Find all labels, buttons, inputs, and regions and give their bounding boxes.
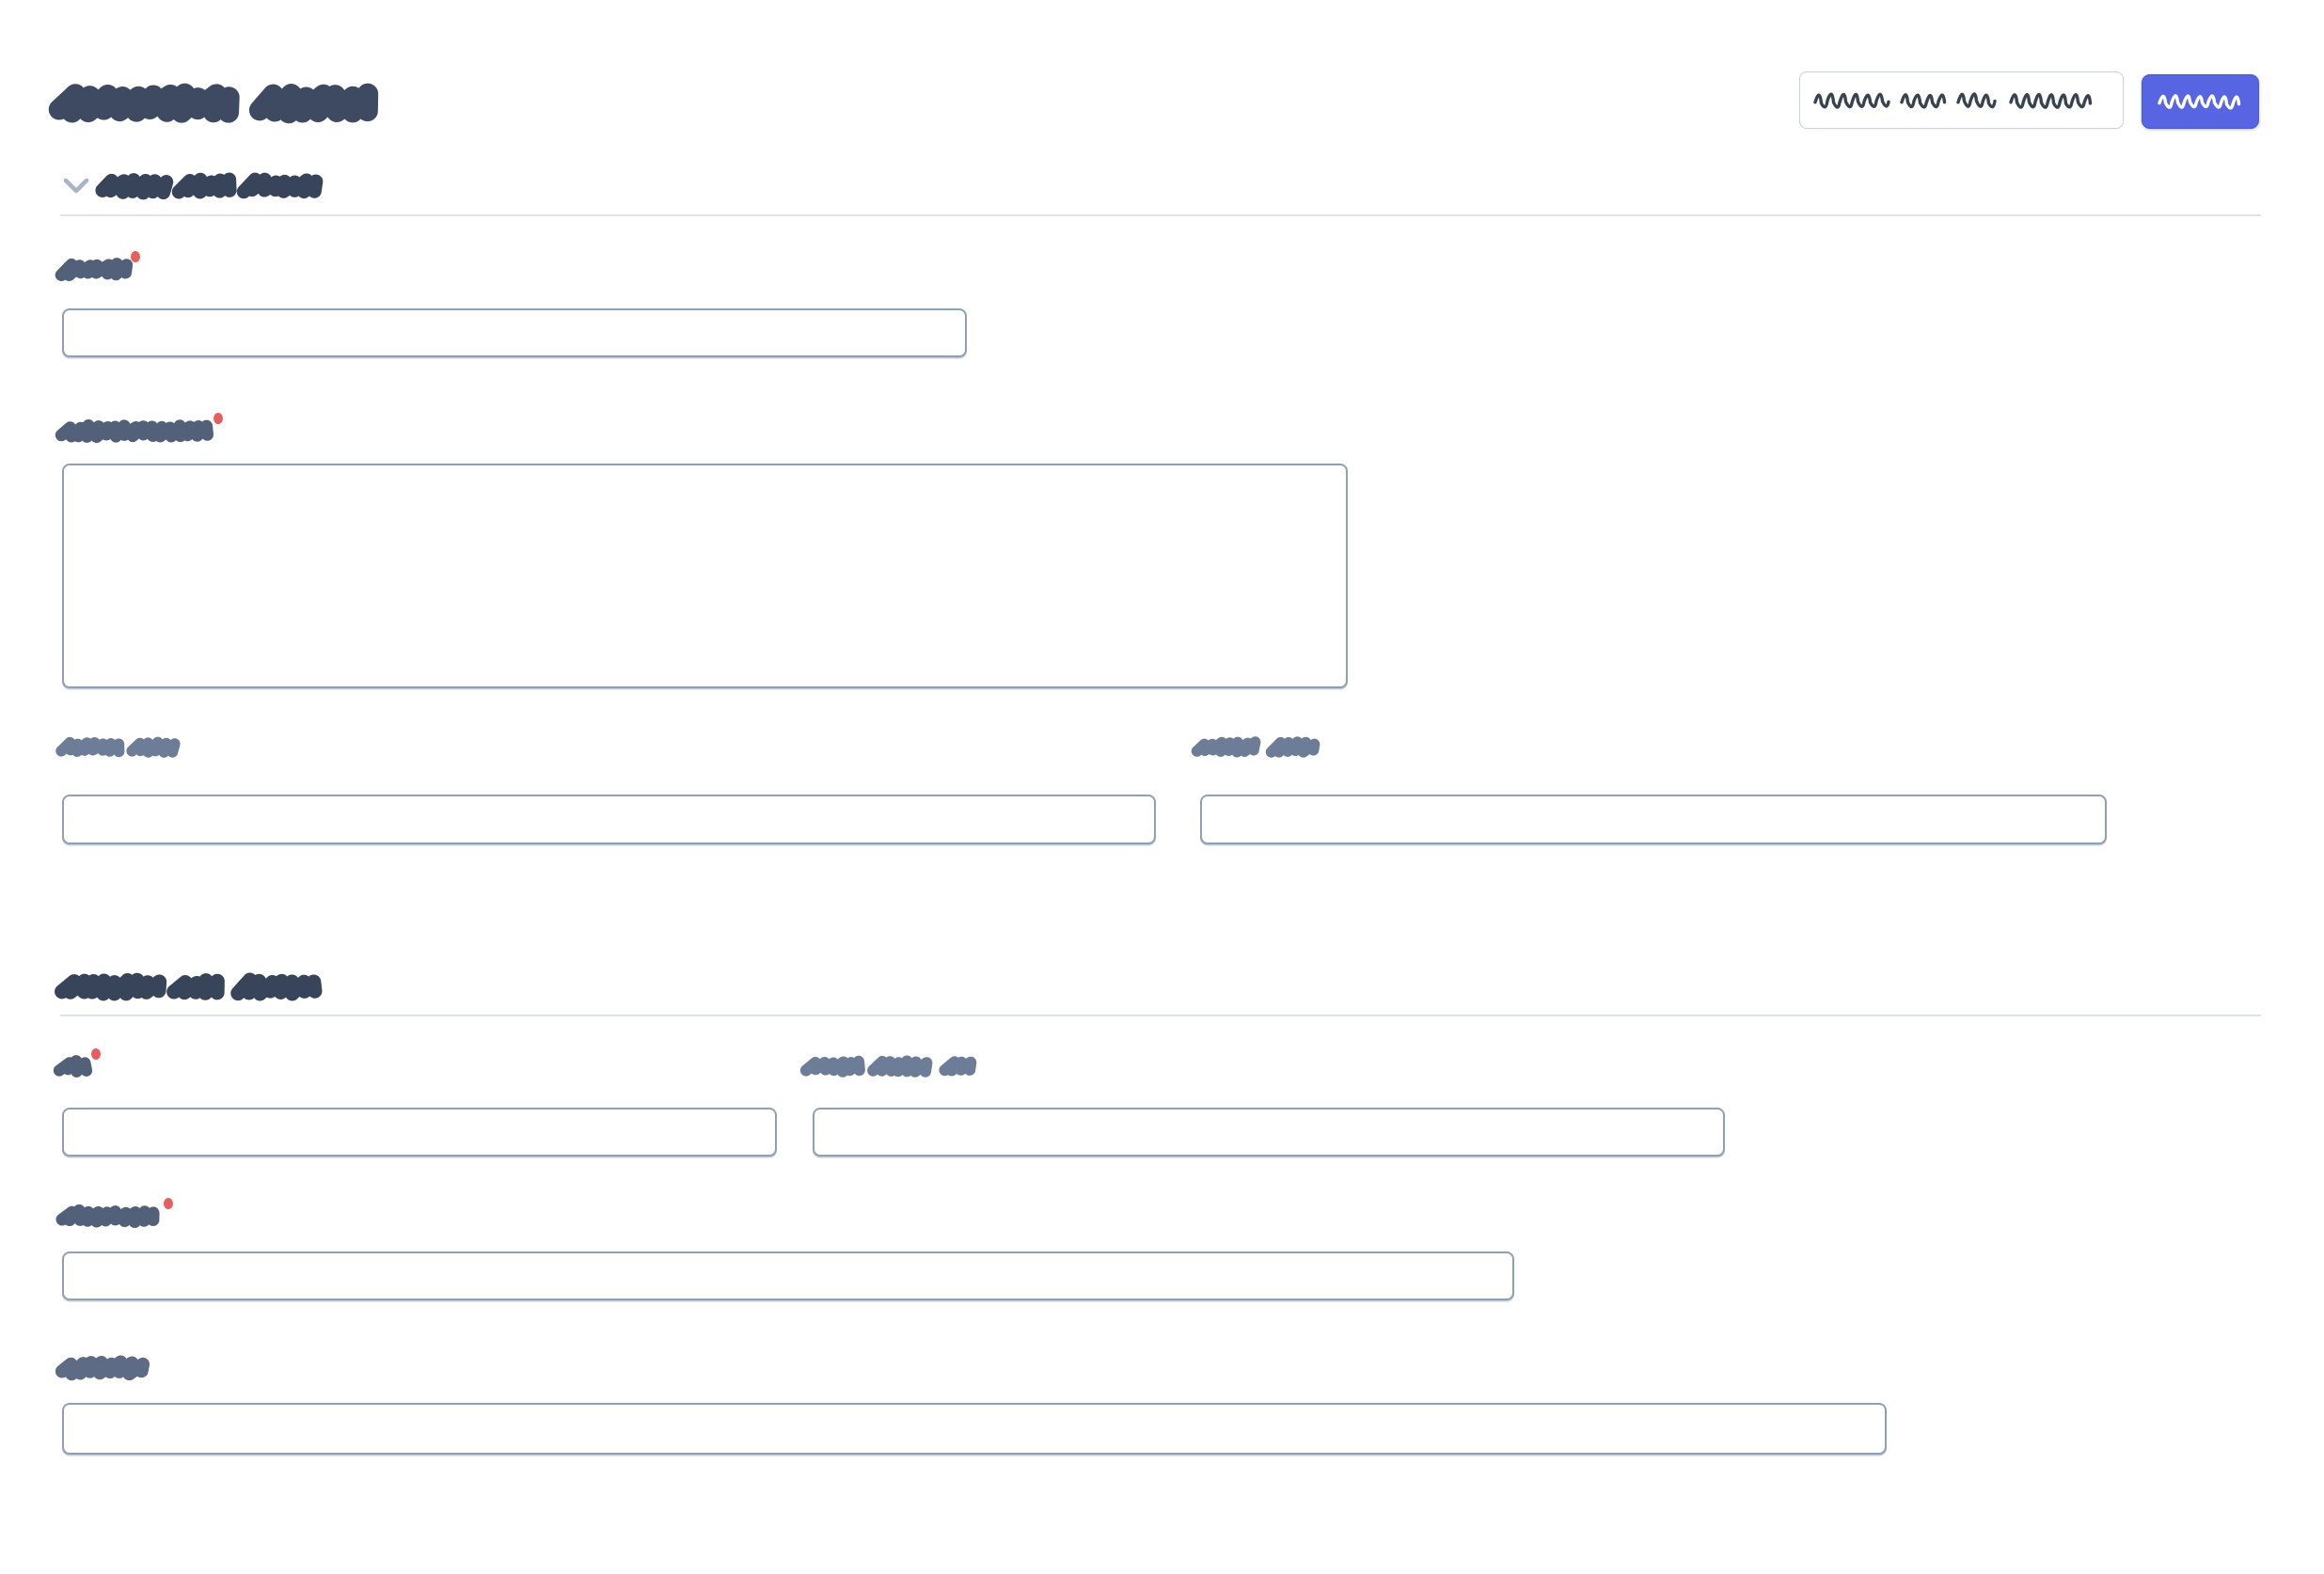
field-5-required-dot (91, 1048, 101, 1060)
field-1-label (55, 258, 134, 282)
field-2-textarea[interactable] (62, 464, 1348, 688)
search-input[interactable] (1799, 71, 2124, 129)
field-3-input[interactable] (62, 795, 1156, 844)
section-1-divider (60, 214, 2261, 216)
section-2-title (55, 972, 324, 1001)
page-title (48, 83, 379, 124)
primary-button-label-redacted (2157, 92, 2242, 111)
field-2-required-dot (213, 413, 223, 424)
field-3-label (55, 736, 181, 758)
section-2-divider (60, 1015, 2261, 1016)
field-7-required-dot (164, 1198, 173, 1209)
field-7-label (55, 1204, 160, 1229)
field-4-input[interactable] (1200, 795, 2107, 844)
field-5-label (53, 1055, 93, 1078)
field-8-input[interactable] (62, 1403, 1887, 1455)
search-placeholder-redacted (1813, 90, 2094, 111)
field-2-label (55, 418, 214, 444)
field-6-input[interactable] (813, 1108, 1725, 1157)
field-1-input[interactable] (62, 308, 967, 357)
field-4-label (1191, 736, 1320, 758)
field-1-required-dot (131, 251, 140, 262)
field-7-input[interactable] (62, 1251, 1514, 1300)
chevron-down-icon[interactable] (63, 178, 89, 195)
section-1-title (95, 172, 326, 200)
field-8-label (55, 1355, 150, 1381)
primary-action-button[interactable] (2142, 74, 2259, 129)
field-5-input[interactable] (62, 1108, 777, 1157)
field-6-label (799, 1055, 977, 1078)
